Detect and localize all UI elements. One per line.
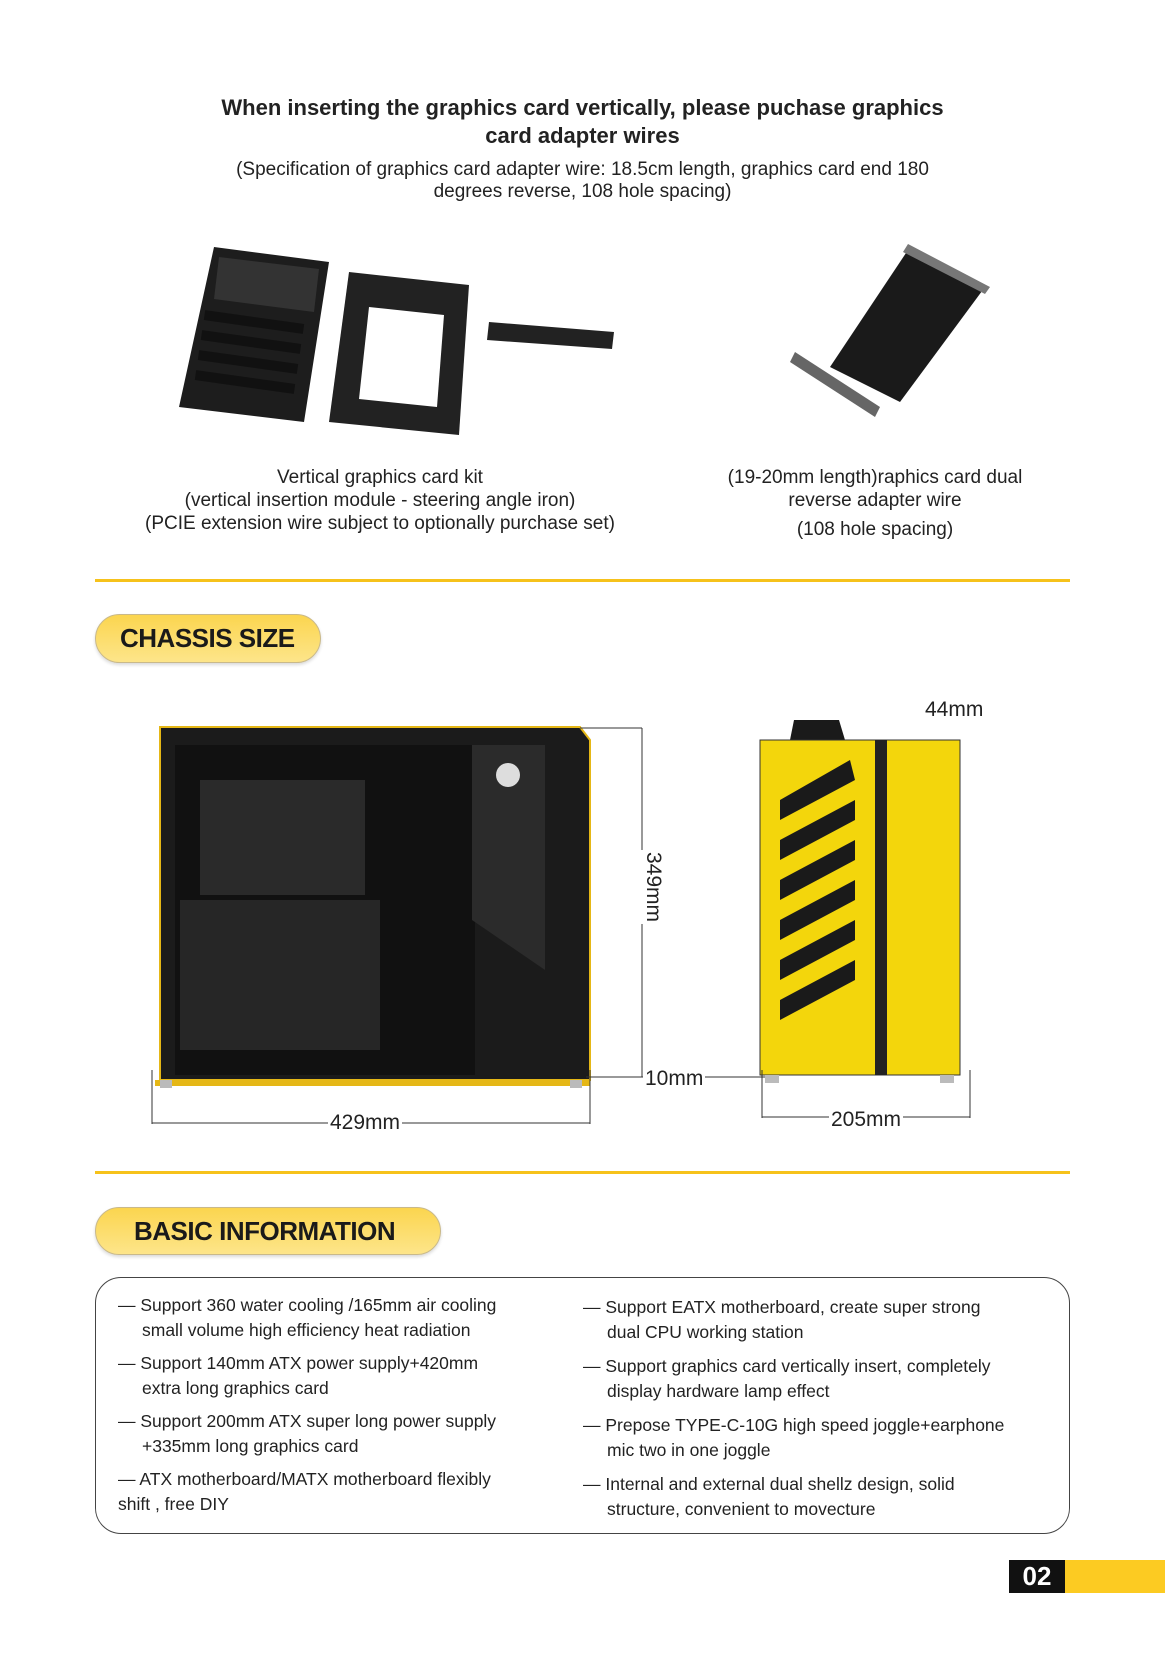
basic-info-heading: BASIC INFORMATION	[95, 1207, 441, 1255]
divider	[95, 579, 1070, 582]
divider	[95, 1171, 1070, 1174]
length-dimension: 429mm	[328, 1111, 403, 1135]
riser-cable-image	[790, 244, 990, 417]
feature-item: — ATX motherboard/MATX motherboard flexi…	[118, 1469, 491, 1514]
chassis-size-heading: CHASSIS SIZE	[95, 614, 321, 663]
page-heading: When inserting the graphics card vertica…	[0, 94, 1165, 150]
kit-caption-line: (vertical insertion module - steering an…	[184, 490, 576, 511]
page-number-bar	[1065, 1560, 1165, 1593]
kit-caption: Vertical graphics card kit (vertical ins…	[0, 466, 760, 535]
feature-item: — Support EATX motherboard, create super…	[583, 1297, 981, 1342]
feature-item: — Internal and external dual shellz desi…	[583, 1474, 955, 1519]
feature-item: — Support graphics card vertically inser…	[583, 1356, 991, 1401]
spec-line-2: degrees reverse, 108 hole spacing)	[433, 181, 732, 202]
basic-info-box	[95, 1277, 1070, 1534]
page-number: 02	[1009, 1560, 1065, 1593]
kit-caption-line: (PCIE extension wire subject to optional…	[145, 513, 615, 534]
riser-caption-line: reverse adapter wire	[788, 490, 962, 511]
feature-item: — Support 360 water cooling /165mm air c…	[118, 1295, 497, 1340]
spec-text: (Specification of graphics card adapter …	[0, 159, 1165, 203]
width-dimension: 205mm	[829, 1108, 904, 1132]
feature-item: — Support 200mm ATX super long power sup…	[118, 1411, 497, 1456]
kit-caption-line: Vertical graphics card kit	[277, 467, 483, 488]
riser-caption-line: (19-20mm length)raphics card dual	[727, 467, 1023, 488]
riser-caption: (19-20mm length)raphics card dual revers…	[700, 466, 1050, 541]
feet-dimension: 10mm	[643, 1067, 706, 1091]
riser-caption-line: (108 hole spacing)	[796, 519, 954, 540]
chassis-diagram	[151, 720, 971, 1124]
top-dimension: 44mm	[923, 698, 986, 722]
heading-line-1: When inserting the graphics card vertica…	[221, 95, 944, 120]
heading-line-2: card adapter wires	[485, 123, 680, 148]
spec-line-1: (Specification of graphics card adapter …	[236, 159, 929, 180]
vertical-kit-image	[179, 247, 614, 435]
basic-info-right: — Support EATX motherboard, create super…	[583, 1295, 1053, 1521]
height-dimension: 349mm	[641, 849, 666, 925]
feature-item: — Prepose TYPE-C-10G high speed joggle+e…	[583, 1415, 1005, 1460]
basic-info-left: — Support 360 water cooling /165mm air c…	[118, 1293, 538, 1516]
